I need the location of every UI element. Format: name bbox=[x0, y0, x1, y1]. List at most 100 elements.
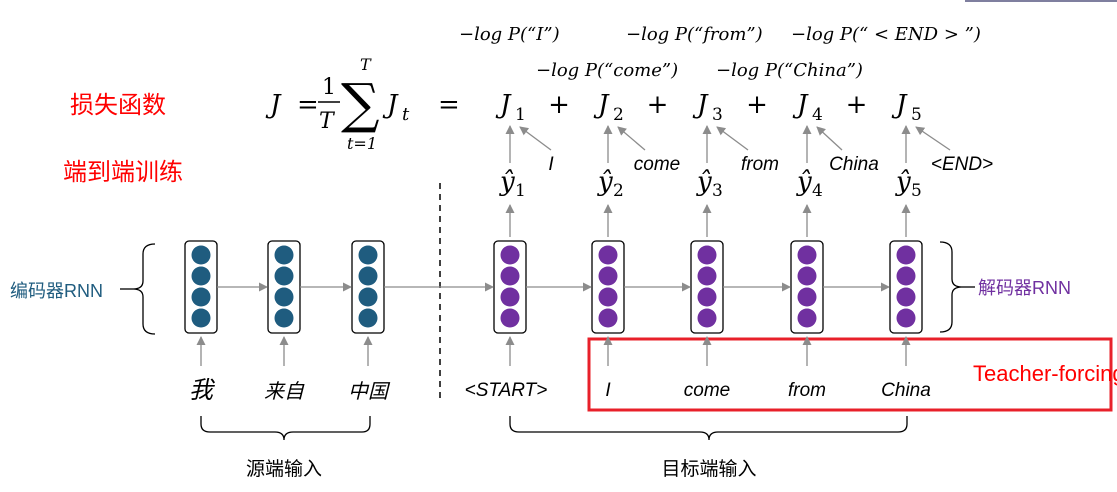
formula-equals: = bbox=[297, 90, 319, 120]
hidden-unit bbox=[797, 245, 817, 265]
neglog-labels: −log P(“I”) −log P(“from”) −log P(“ < EN… bbox=[459, 24, 981, 81]
loss-term: J bbox=[692, 90, 709, 120]
hidden-unit bbox=[797, 266, 817, 286]
hidden-unit bbox=[358, 287, 378, 307]
hidden-unit bbox=[896, 308, 916, 328]
hidden-unit bbox=[697, 266, 717, 286]
sum-symbol: ∑ bbox=[341, 72, 380, 135]
teacher-forcing-label: Teacher-forcing bbox=[973, 361, 1117, 386]
plus-sign: + bbox=[746, 90, 768, 120]
target-token: China bbox=[881, 380, 931, 401]
predicted-token: come bbox=[634, 154, 680, 175]
neglog-I: −log P(“I”) bbox=[459, 24, 560, 45]
sum-lower: t=1 bbox=[347, 134, 377, 153]
loss-formula: J = 1 T T ∑ t=1 J t = bbox=[265, 55, 460, 153]
loss-term: J bbox=[891, 90, 908, 120]
target-token: come bbox=[684, 380, 730, 401]
hidden-unit bbox=[191, 287, 211, 307]
neglog-end: −log P(“ < END > ”) bbox=[791, 24, 981, 45]
hidden-unit bbox=[896, 245, 916, 265]
target-token: <START> bbox=[465, 380, 548, 401]
loss-term-sub: 4 bbox=[812, 105, 823, 125]
target-to-loss-arrow bbox=[716, 126, 749, 151]
hidden-unit bbox=[191, 245, 211, 265]
loss-term-sub: 5 bbox=[911, 105, 922, 125]
hidden-unit bbox=[500, 287, 520, 307]
output-yhat: ŷ bbox=[796, 167, 812, 197]
hidden-unit bbox=[896, 266, 916, 286]
loss-function-label: 损失函数 bbox=[70, 92, 166, 119]
decoder-brace bbox=[939, 241, 963, 333]
end-to-end-label: 端到端训练 bbox=[63, 159, 183, 186]
loss-term-sub: 1 bbox=[515, 105, 526, 125]
target-token: I bbox=[605, 380, 611, 401]
target-to-loss-arrow bbox=[915, 126, 951, 151]
loss-term-sub: 3 bbox=[712, 105, 723, 125]
hidden-unit bbox=[598, 308, 618, 328]
formula-frac-num: 1 bbox=[322, 75, 336, 100]
output-yhat: ŷ bbox=[597, 167, 613, 197]
source-brace bbox=[200, 416, 371, 441]
hidden-unit bbox=[896, 287, 916, 307]
predicted-token: <END> bbox=[931, 154, 993, 175]
target-to-loss-arrow bbox=[519, 126, 552, 151]
teacher-forcing-box bbox=[587, 337, 1113, 412]
target-input-label: 目标端输入 bbox=[661, 458, 756, 480]
plus-sign: + bbox=[647, 90, 669, 120]
predicted-token: from bbox=[741, 154, 779, 175]
formula-term-sub: t bbox=[402, 104, 410, 125]
hidden-unit bbox=[358, 266, 378, 286]
loss-term: J bbox=[593, 90, 610, 120]
target-brace bbox=[509, 416, 908, 441]
source-token: 中国 bbox=[348, 381, 391, 403]
hidden-unit bbox=[191, 308, 211, 328]
output-yhat: ŷ bbox=[499, 167, 515, 197]
hidden-unit bbox=[797, 287, 817, 307]
output-yhat-sub: 5 bbox=[911, 181, 922, 201]
hidden-unit bbox=[598, 245, 618, 265]
hidden-unit bbox=[358, 245, 378, 265]
hidden-unit bbox=[598, 287, 618, 307]
output-yhat: ŷ bbox=[696, 167, 712, 197]
hidden-unit bbox=[500, 266, 520, 286]
target-to-loss-arrow bbox=[617, 126, 646, 151]
hidden-unit bbox=[500, 308, 520, 328]
hidden-unit bbox=[274, 266, 294, 286]
decoder-cell bbox=[889, 240, 923, 334]
hidden-unit bbox=[697, 287, 717, 307]
formula-lhs: J bbox=[265, 90, 282, 120]
hidden-unit bbox=[697, 245, 717, 265]
hidden-unit bbox=[797, 308, 817, 328]
loss-term-sub: 2 bbox=[613, 105, 624, 125]
hidden-unit bbox=[358, 308, 378, 328]
predicted-token: I bbox=[548, 154, 554, 175]
decoder-label: 解码器RNN bbox=[978, 278, 1071, 298]
formula-term: J bbox=[382, 90, 399, 120]
source-input-label: 源端输入 bbox=[246, 458, 322, 480]
hidden-unit bbox=[598, 266, 618, 286]
output-yhat-sub: 2 bbox=[613, 181, 624, 201]
hidden-unit bbox=[274, 287, 294, 307]
output-yhat-sub: 1 bbox=[515, 181, 526, 201]
predicted-token: China bbox=[829, 154, 879, 175]
hidden-unit bbox=[500, 245, 520, 265]
neglog-from: −log P(“from”) bbox=[626, 24, 763, 45]
target-token: from bbox=[788, 380, 826, 401]
output-yhat-sub: 3 bbox=[712, 181, 723, 201]
encoder-label: 编码器RNN bbox=[10, 281, 103, 301]
neglog-china: −log P(“China”) bbox=[716, 60, 863, 81]
neglog-come: −log P(“come”) bbox=[536, 60, 678, 81]
loss-term: J bbox=[495, 90, 512, 120]
loss-term: J bbox=[792, 90, 809, 120]
plus-sign: + bbox=[548, 90, 570, 120]
formula-equals-2: = bbox=[438, 90, 460, 120]
hidden-unit bbox=[191, 266, 211, 286]
sum-upper: T bbox=[360, 55, 372, 74]
hidden-unit bbox=[274, 308, 294, 328]
plus-sign: + bbox=[846, 90, 868, 120]
hidden-unit bbox=[697, 308, 717, 328]
source-token: 我 bbox=[189, 377, 215, 404]
